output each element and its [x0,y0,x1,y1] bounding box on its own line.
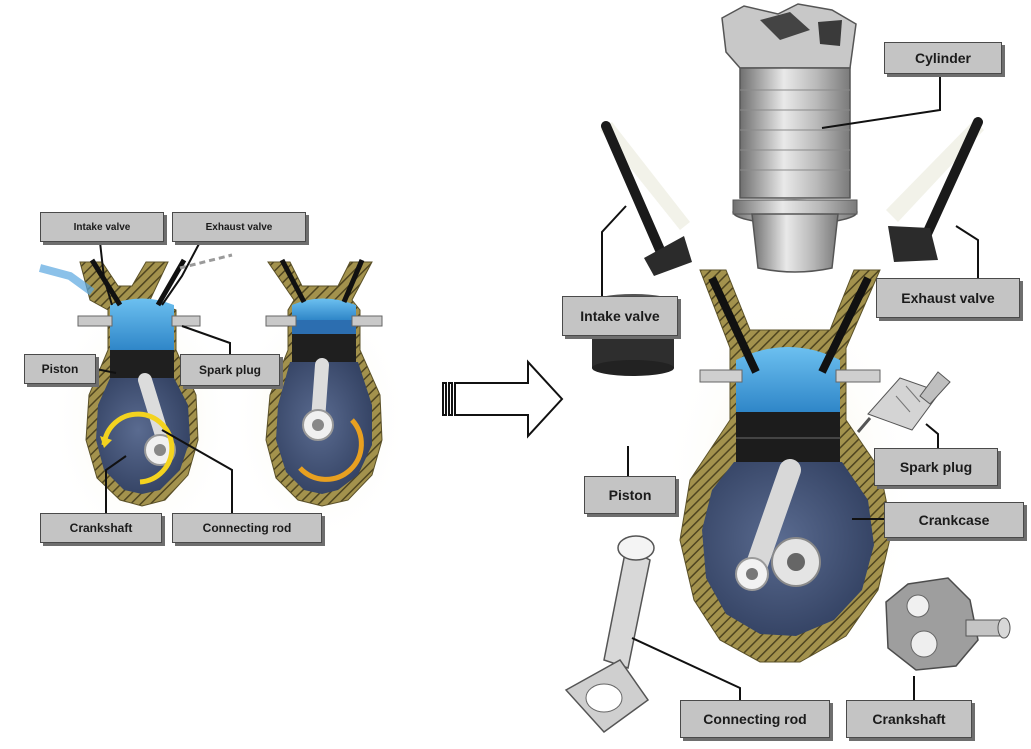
label-spark-plug-left: Spark plug [180,354,280,386]
exhaust-valve-part [886,120,984,262]
label-spark-plug: Spark plug [874,448,998,486]
left-engine-1 [40,255,234,550]
label-exhaust-valve: Exhaust valve [876,278,1020,318]
right-arrow-icon [443,362,562,436]
label-crankcase: Crankcase [884,502,1024,538]
left-engine-2 [232,260,408,545]
cylinder-part [722,4,857,272]
label-cylinder: Cylinder [884,42,1002,74]
label-exhaust-valve-left: Exhaust valve [172,212,306,242]
label-connecting-rod: Connecting rod [680,700,830,738]
label-crankshaft: Crankshaft [846,700,972,738]
label-connecting-rod-left: Connecting rod [172,513,322,543]
label-intake-valve: Intake valve [562,296,678,336]
connecting-rod-part [566,536,654,732]
label-intake-valve-left: Intake valve [40,212,164,242]
label-piston: Piston [584,476,676,514]
label-crankshaft-left: Crankshaft [40,513,162,543]
label-piston-left: Piston [24,354,96,384]
crankshaft-part [886,578,1010,670]
intake-valve-part [600,122,692,276]
